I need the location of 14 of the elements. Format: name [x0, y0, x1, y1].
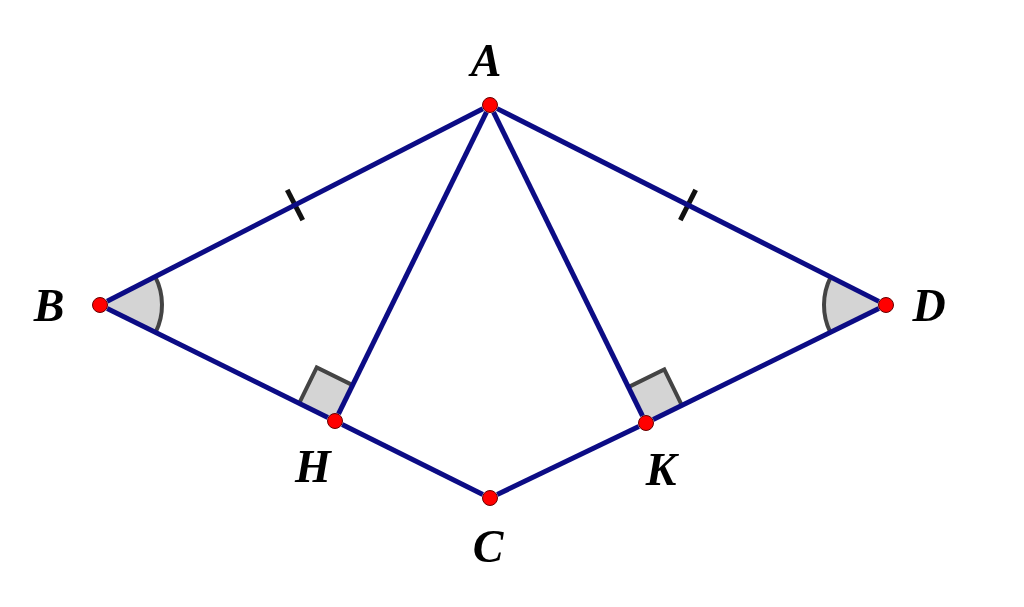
- line-segment: [496, 424, 640, 497]
- point-label: A: [470, 38, 502, 84]
- point-label: K: [645, 447, 677, 493]
- line-segment: [106, 306, 329, 420]
- line-segment: [491, 111, 645, 417]
- point-label: B: [33, 283, 65, 329]
- line-segment: [496, 106, 880, 304]
- point-label: C: [472, 524, 504, 570]
- line-segment: [652, 306, 880, 422]
- point-label: H: [295, 444, 331, 490]
- line-segment: [336, 111, 489, 415]
- line-segment: [341, 422, 484, 497]
- point-label: D: [912, 283, 946, 329]
- line-segment: [105, 106, 485, 304]
